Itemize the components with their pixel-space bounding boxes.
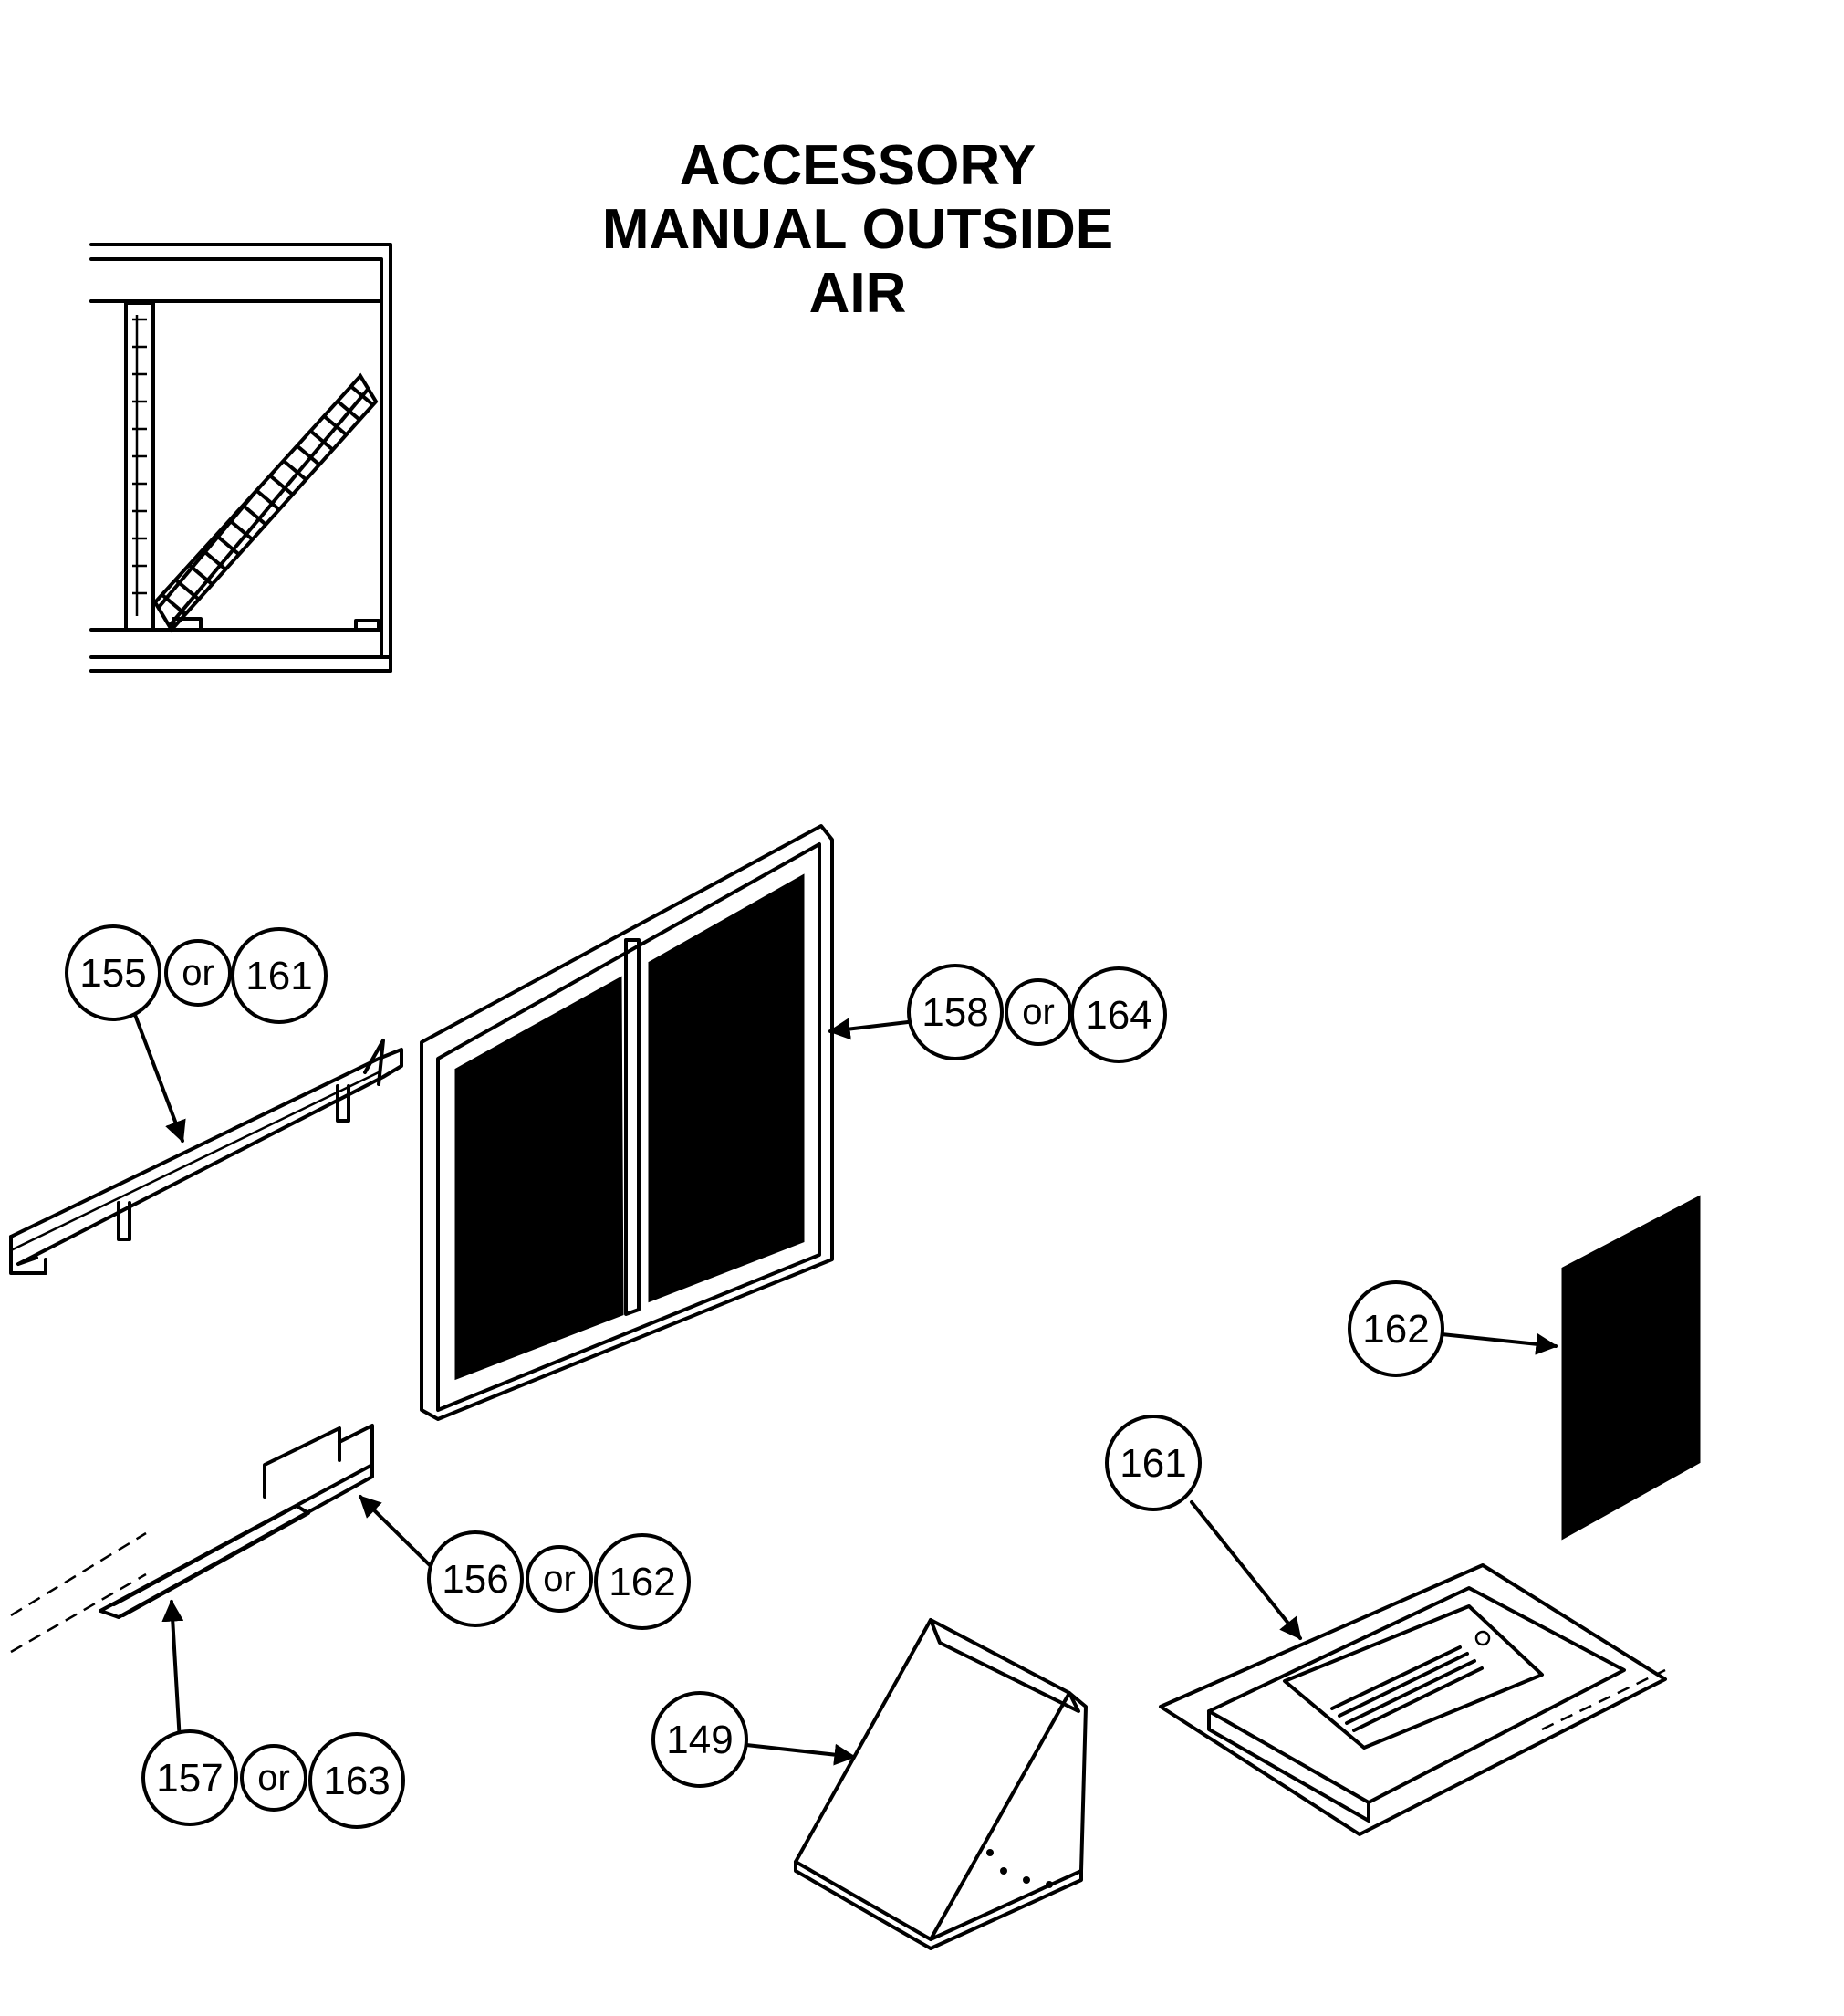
callout-part-number: 162 — [1362, 1307, 1429, 1352]
callout-or-label: or — [543, 1559, 576, 1599]
callout-part-number: 155 — [79, 951, 146, 996]
callout-part-number: 158 — [922, 990, 988, 1035]
callout-or-label: or — [182, 953, 214, 993]
title-line-2: MANUAL OUTSIDE — [602, 198, 1113, 261]
callout-158-or-164: 158 or 164 — [907, 964, 1167, 1063]
callout-155-or-161: 155 or 161 — [65, 924, 328, 1024]
damper-rail-upper — [9, 1039, 403, 1275]
title-line-1: ACCESSORY — [680, 134, 1036, 197]
callout-156-or-162: 156 or 162 — [427, 1530, 691, 1630]
callout-part-number: 162 — [609, 1560, 675, 1604]
callout-or-label: or — [257, 1758, 290, 1798]
rain-hood — [794, 1618, 1088, 1950]
callout-157-or-163: 157 or 163 — [141, 1729, 405, 1829]
callout-149: 149 — [651, 1691, 748, 1788]
damper-rail-lower — [10, 1424, 374, 1654]
callout-part-number: 156 — [442, 1557, 508, 1602]
filter-frame — [420, 824, 834, 1421]
callout-162: 162 — [1348, 1280, 1444, 1377]
callout-part-number: 161 — [1120, 1441, 1186, 1486]
callout-part-number: 164 — [1085, 993, 1151, 1038]
damper-base-plate — [1159, 1563, 1667, 1836]
callout-part-number: 163 — [323, 1759, 390, 1803]
callout-or-label: or — [1022, 992, 1055, 1032]
title-line-3: AIR — [809, 262, 907, 325]
callout-part-number: 161 — [245, 954, 312, 998]
callout-161: 161 — [1105, 1415, 1202, 1511]
unit-section-inset — [89, 243, 392, 673]
leader-lines — [133, 1013, 1558, 1766]
callout-part-number: 149 — [666, 1718, 733, 1762]
diagram-title: ACCESSORY MANUAL OUTSIDE AIR — [602, 134, 1113, 325]
callout-part-number: 157 — [156, 1756, 223, 1801]
filter-panel — [1561, 1195, 1701, 1541]
